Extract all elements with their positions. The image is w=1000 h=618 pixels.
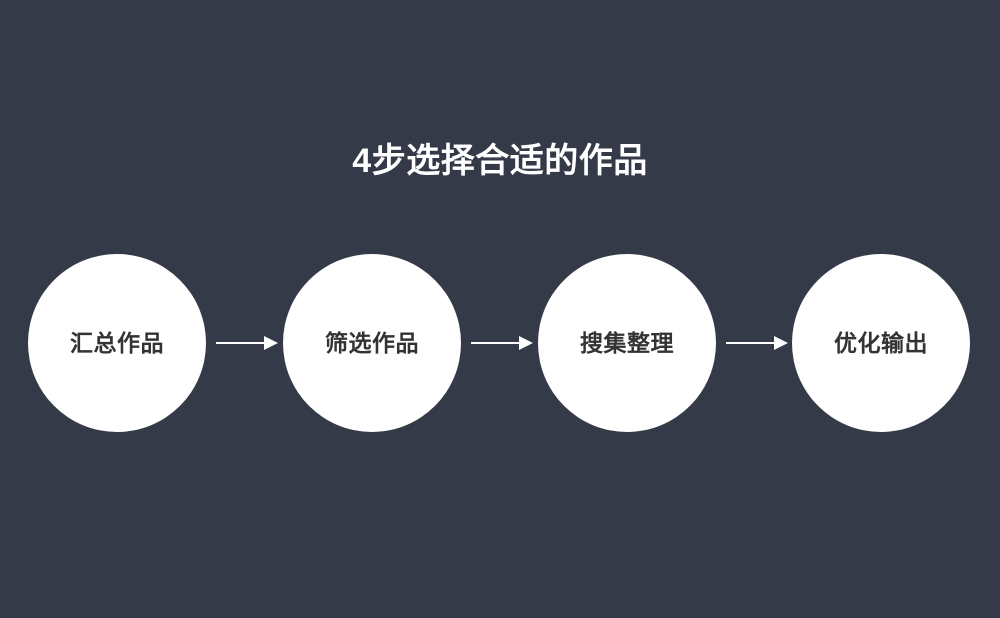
flow-node-label: 汇总作品 [70, 330, 164, 356]
flow-connector-1 [216, 332, 278, 354]
flow-node-step-3[interactable]: 搜集整理 [538, 254, 716, 432]
flow-connector-3 [726, 332, 788, 354]
flow-node-label: 优化输出 [834, 330, 928, 356]
page-title: 4步选择合适的作品 [352, 142, 648, 180]
arrow-right-icon [726, 336, 788, 350]
flow-node-label: 搜集整理 [580, 330, 674, 356]
flow-node-label: 筛选作品 [325, 330, 419, 356]
flow-connector-2 [471, 332, 533, 354]
process-flow-diagram: 汇总作品 筛选作品 搜集整理 [0, 254, 1000, 434]
arrow-right-icon [471, 336, 533, 350]
flow-node-step-1[interactable]: 汇总作品 [28, 254, 206, 432]
flow-node-step-2[interactable]: 筛选作品 [283, 254, 461, 432]
arrow-right-icon [216, 336, 278, 350]
flow-node-step-4[interactable]: 优化输出 [792, 254, 970, 432]
